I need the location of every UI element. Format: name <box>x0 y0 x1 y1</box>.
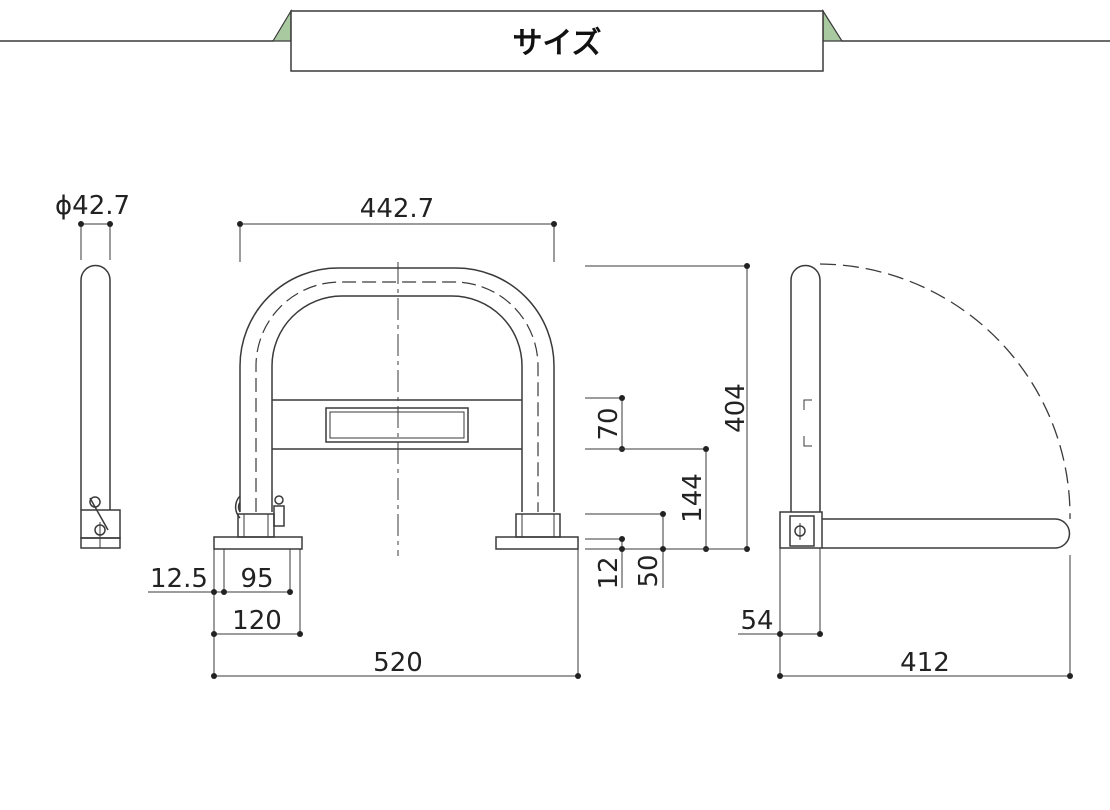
side-view <box>80 264 121 549</box>
header-tab-left <box>271 8 292 42</box>
pipe-diameter-dimension: ϕ42.7 <box>55 191 130 260</box>
panel-position-dimension: 144 <box>585 446 709 552</box>
pipe-diameter-label: ϕ42.7 <box>55 191 130 221</box>
lower-height-50-label: 50 <box>634 554 664 587</box>
fold-view <box>779 263 1071 549</box>
header-box <box>290 10 824 72</box>
plate-bolt-span-label: 95 <box>240 564 273 594</box>
header-tab-right <box>822 8 844 42</box>
folded-length-label: 412 <box>900 648 950 678</box>
panel-position-label: 144 <box>678 473 708 523</box>
plate-width-label: 120 <box>232 606 282 636</box>
base-depth-label: 54 <box>740 606 773 636</box>
plate-offset-label: 12.5 <box>150 564 208 594</box>
header-banner: サイズ <box>0 8 1110 72</box>
panel-height-label: 70 <box>594 407 624 440</box>
total-height-label: 404 <box>721 383 751 433</box>
arch-width-label: 442.7 <box>360 194 434 224</box>
front-view <box>213 262 579 556</box>
plate-dimensions: 12.5 95 120 520 <box>148 549 581 679</box>
lower-height-12-label: 12 <box>594 556 624 589</box>
total-height-dimension: 404 <box>585 263 751 552</box>
fold-dimensions: 54 412 <box>738 548 1073 679</box>
total-width-label: 520 <box>373 648 423 678</box>
lower-height-dimensions: 12 50 <box>585 511 747 590</box>
page-title: サイズ <box>512 26 601 61</box>
arch-width-dimension: 442.7 <box>237 194 557 262</box>
panel-height-dimension: 70 <box>585 395 625 452</box>
